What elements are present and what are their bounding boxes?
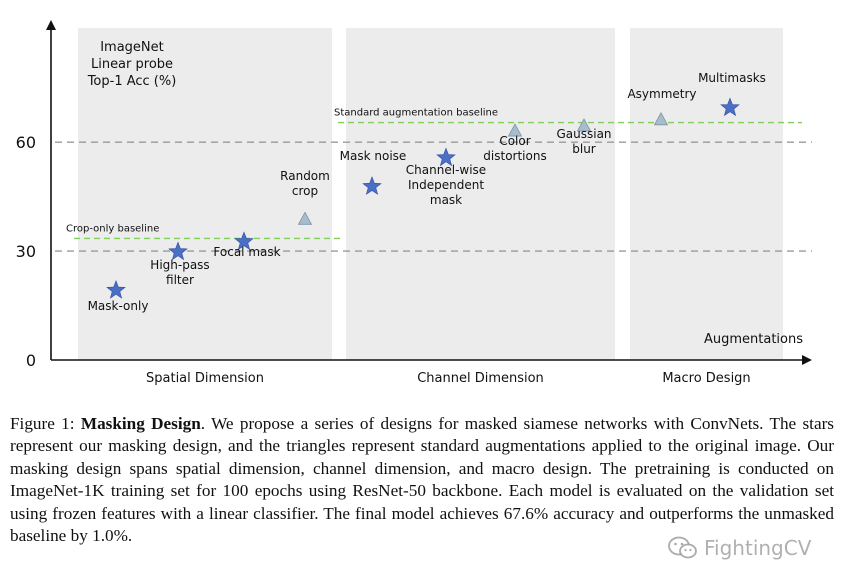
chart-title-line-3: Top-1 Acc (%) [87, 74, 177, 89]
point-2-label-line-1: High-pass [150, 258, 209, 272]
point-6-label-line-1: Channel-wise [406, 163, 486, 177]
caption-prefix: Figure 1: [10, 414, 81, 433]
y-tick-label-30: 30 [16, 242, 36, 261]
point-7-label-line-1: Color [499, 134, 530, 148]
point-10-label-line-1: Multimasks [698, 71, 766, 85]
point-4-label-line-2: crop [292, 184, 318, 198]
region-label-1: Spatial Dimension [146, 371, 264, 386]
point-1-star [106, 279, 126, 299]
y-tick-label-0: 0 [26, 351, 36, 370]
point-6-star [436, 147, 456, 167]
region-bg-2 [346, 28, 615, 360]
point-5-star [362, 176, 382, 195]
point-8-label-line-2: blur [572, 142, 596, 156]
point-2-star [168, 241, 188, 261]
point-3-label-line-1: Focal mask [213, 245, 280, 259]
point-6-label-line-3: mask [430, 193, 462, 207]
figure-caption: Figure 1: Masking Design. We propose a s… [10, 413, 834, 547]
scatter-chart: Spatial Dimension Channel Dimension Macro … [16, 20, 812, 386]
point-7-triangle [507, 123, 523, 137]
point-4-triangle [297, 211, 313, 225]
point-8-triangle [576, 118, 592, 132]
region-label-3: Macro Design [662, 371, 750, 386]
baseline-label-1: Crop-only baseline [66, 223, 159, 234]
caption-title: Masking Design [80, 414, 201, 433]
point-6-label-line-2: Independent [408, 178, 484, 192]
baseline-label-2: Standard augmentation baseline [334, 108, 498, 119]
text-labels: Spatial Dimension Channel Dimension Macro … [16, 40, 804, 386]
y-axis-arrow [46, 20, 56, 30]
point-8-label-line-1: Gaussian [556, 127, 611, 141]
chart-title-line-2: Linear probe [91, 57, 173, 72]
y-tick-label-60: 60 [16, 133, 36, 152]
watermark-text: FightingCV [704, 536, 812, 560]
point-4-label-line-1: Random [280, 169, 330, 183]
axes [46, 20, 812, 365]
point-2-label-line-2: filter [166, 273, 194, 287]
region-label-2: Channel Dimension [417, 371, 544, 386]
baseline-lines [74, 121, 802, 240]
point-3-star [234, 231, 254, 250]
chart-title-line-1: ImageNet [100, 40, 164, 55]
caption-body: . We propose a series of designs for mas… [10, 414, 834, 546]
point-1-label-line-1: Mask-only [88, 299, 149, 313]
masking-design-figure: Spatial Dimension Channel Dimension Macro … [16, 20, 812, 386]
region-backgrounds [78, 28, 783, 360]
point-9-label-line-1: Asymmetry [627, 87, 696, 101]
region-bg-3 [630, 28, 783, 360]
point-9-triangle [653, 111, 669, 126]
point-10-star [720, 97, 740, 117]
data-points [106, 97, 740, 299]
watermark: FightingCV [668, 530, 811, 566]
wechat-icon [668, 536, 697, 559]
x-axis-label: Augmentations [704, 332, 803, 347]
point-7-label-line-2: distortions [483, 149, 546, 163]
region-bg-1 [78, 28, 332, 360]
point-5-label-line-1: Mask noise [340, 149, 407, 163]
x-axis-arrow [802, 355, 812, 365]
